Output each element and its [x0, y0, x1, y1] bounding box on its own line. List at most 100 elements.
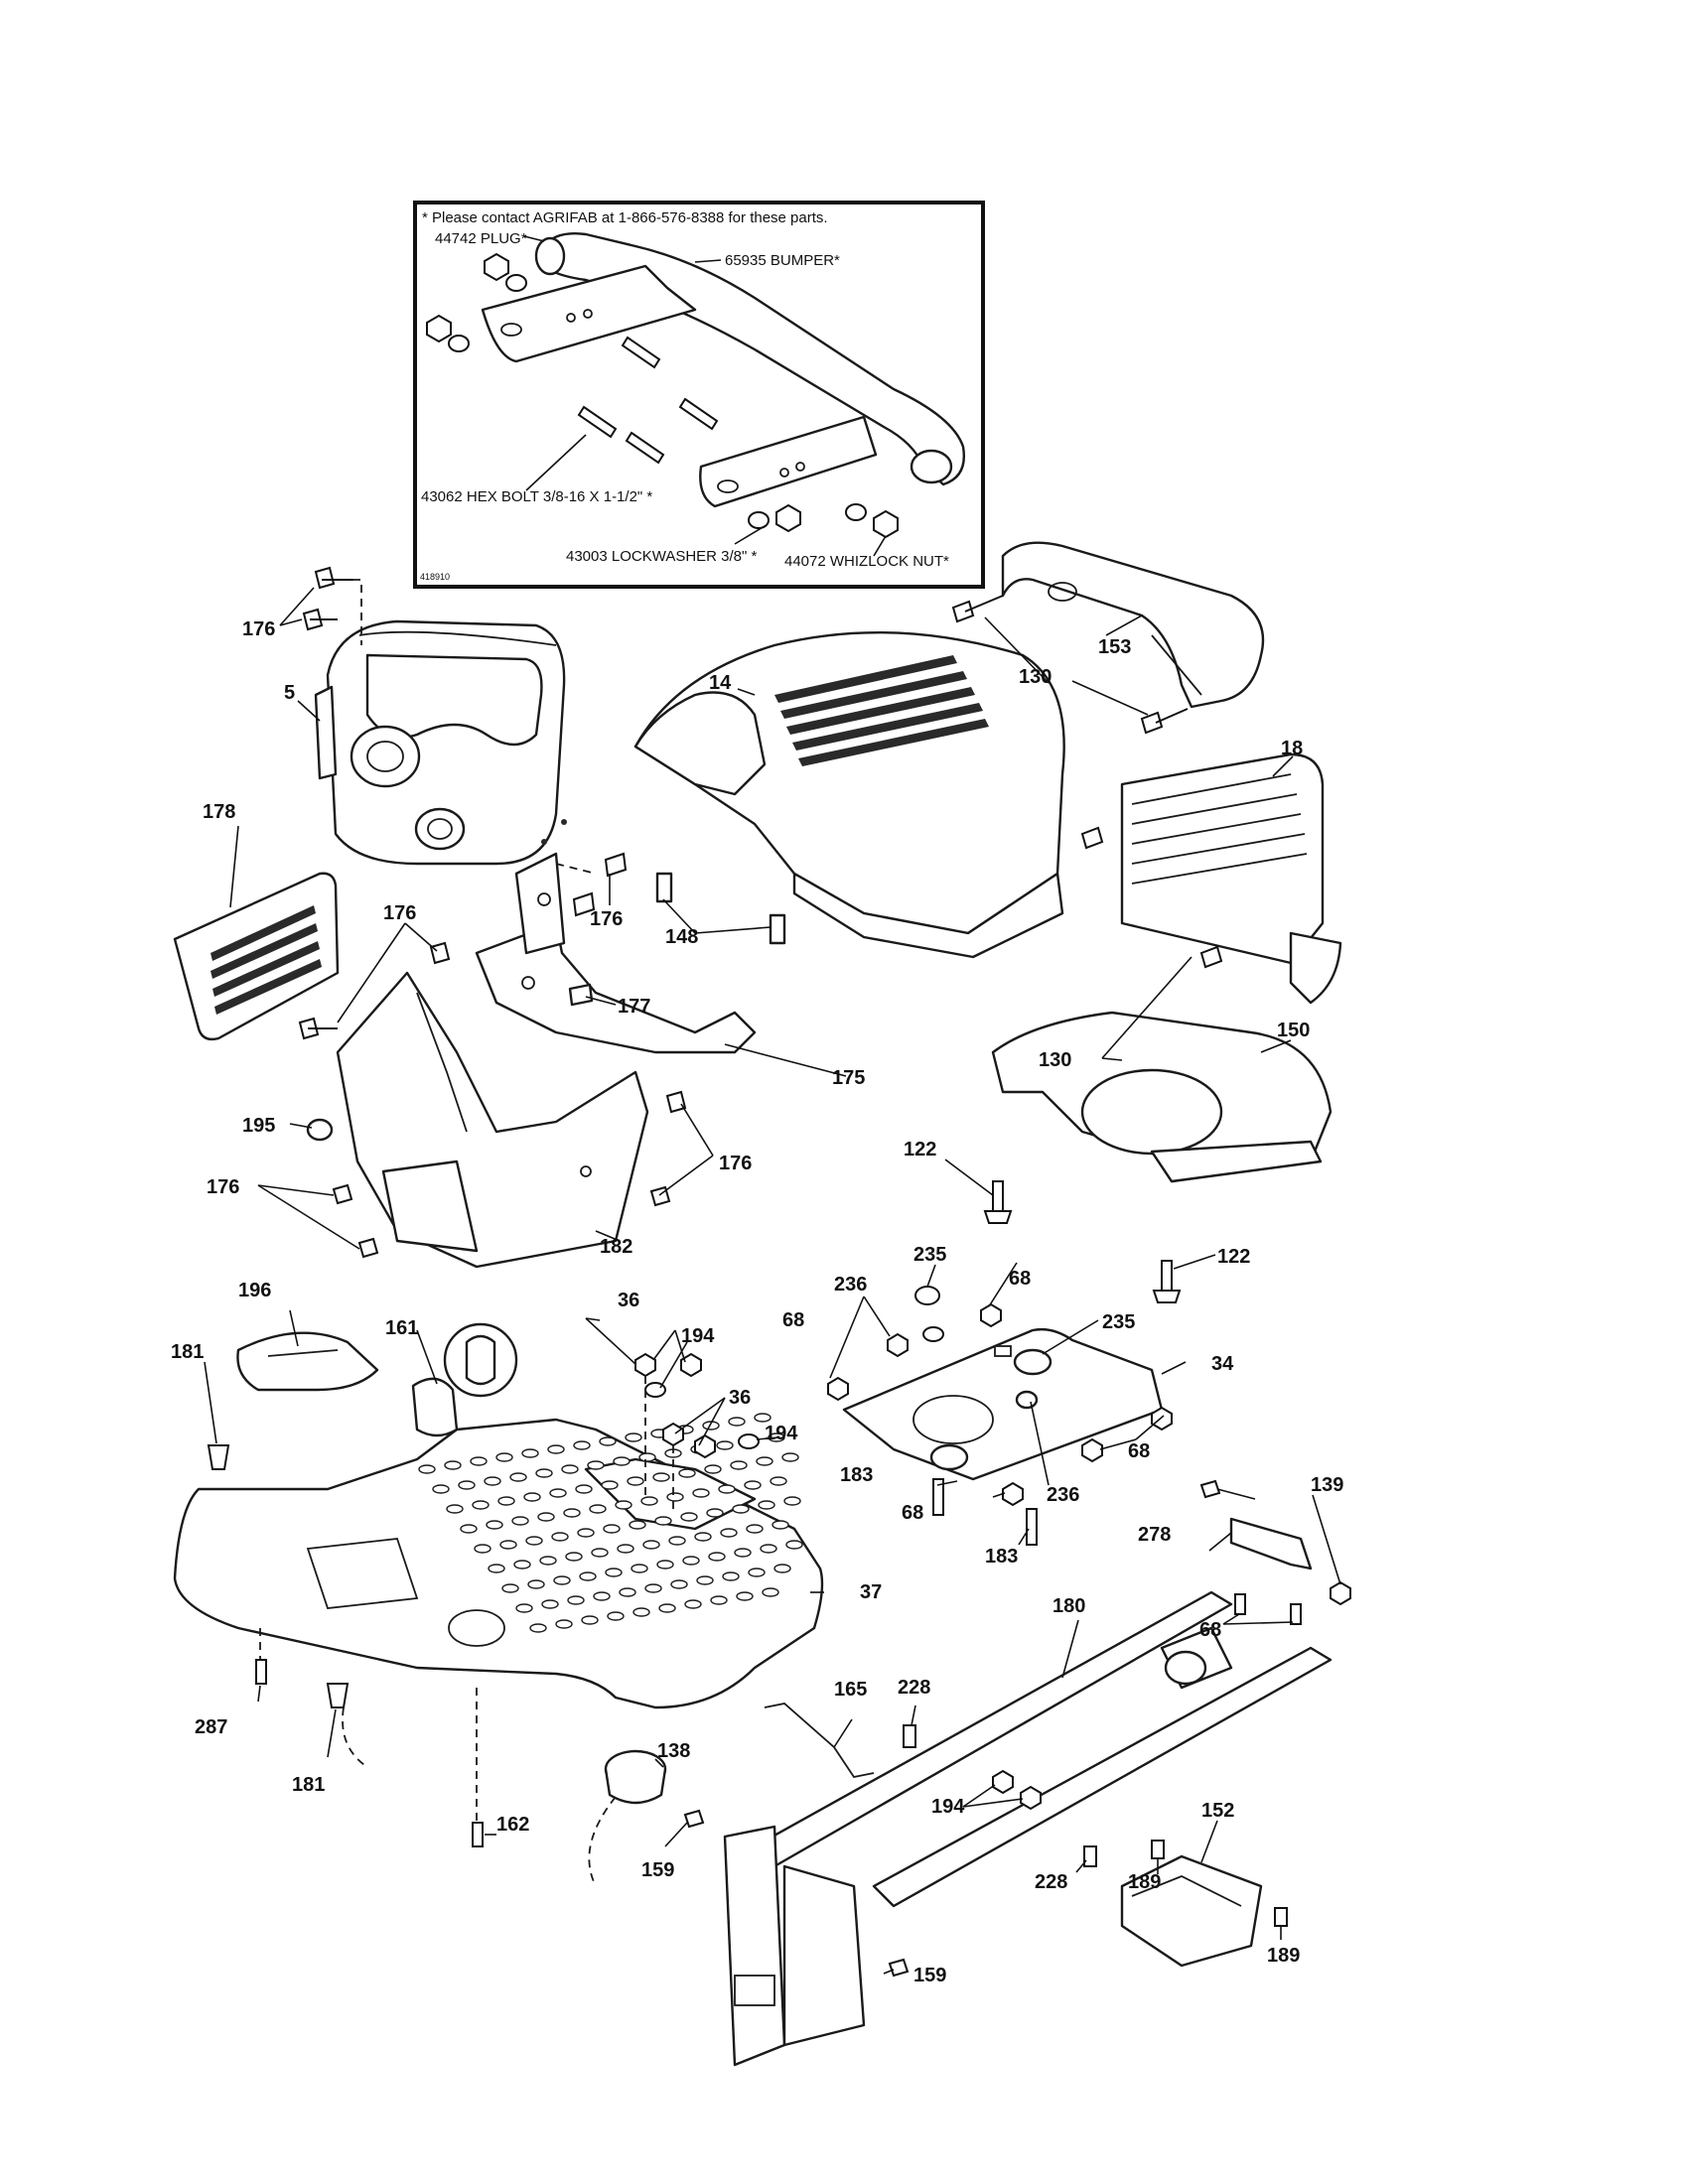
- perforation-hole: [640, 1496, 658, 1506]
- perforation-hole: [607, 1611, 625, 1621]
- rod-165: [764, 1703, 875, 1779]
- perforation-hole: [694, 1532, 712, 1542]
- label-161: 161: [385, 1317, 418, 1339]
- perforation-hole: [499, 1540, 517, 1550]
- callout-lockwasher: 43003 LOCKWASHER 3/8" *: [566, 548, 758, 565]
- label-139: 139: [1311, 1474, 1343, 1496]
- label-68-b: 68: [782, 1309, 804, 1331]
- perforation-hole: [488, 1564, 505, 1573]
- perforation-hole: [601, 1480, 619, 1490]
- label-36-b: 36: [729, 1387, 751, 1409]
- perforation-hole: [692, 1488, 710, 1498]
- part-195: [306, 1118, 334, 1142]
- screws-122: [983, 1180, 1182, 1303]
- perforation-hole: [525, 1536, 543, 1546]
- label-177: 177: [618, 996, 650, 1018]
- label-159-a: 159: [641, 1859, 674, 1881]
- perforation-hole: [730, 1460, 748, 1470]
- perforation-hole: [619, 1587, 636, 1597]
- perforation-hole: [577, 1528, 595, 1538]
- label-159-b: 159: [913, 1965, 946, 1986]
- perforation-hole: [551, 1532, 569, 1542]
- perforation-hole: [728, 1417, 746, 1427]
- label-68-a: 68: [1009, 1268, 1031, 1290]
- label-122-b: 122: [1217, 1246, 1250, 1268]
- perforation-hole: [773, 1564, 791, 1573]
- perforation-hole: [666, 1492, 684, 1502]
- perforation-hole: [736, 1591, 754, 1601]
- label-236-a: 236: [834, 1274, 867, 1296]
- perforation-hole: [573, 1440, 591, 1450]
- perforation-hole: [696, 1575, 714, 1585]
- perforation-hole: [513, 1560, 531, 1570]
- perforation-hole: [460, 1524, 478, 1534]
- perforation-hole: [495, 1452, 513, 1462]
- frame-180: [723, 1590, 1333, 2067]
- perforation-hole: [541, 1599, 559, 1609]
- perforation-hole: [593, 1591, 611, 1601]
- dash-panel-5: [314, 619, 567, 866]
- perforation-hole: [511, 1516, 529, 1526]
- perforation-hole: [527, 1579, 545, 1589]
- perforation-hole: [603, 1524, 621, 1534]
- perforation-hole: [708, 1552, 726, 1562]
- perforation-hole: [567, 1595, 585, 1605]
- part-161: [411, 1322, 518, 1437]
- label-176-b: 176: [590, 908, 623, 930]
- perforation-hole: [684, 1599, 702, 1609]
- label-176-a: 176: [242, 618, 275, 640]
- perforation-hole: [654, 1516, 672, 1526]
- perforation-hole: [529, 1623, 547, 1633]
- perforation-hole: [754, 1413, 772, 1423]
- perforation-hole: [549, 1488, 567, 1498]
- perforation-hole: [638, 1452, 656, 1462]
- perforation-hole: [565, 1552, 583, 1562]
- perforation-hole: [539, 1556, 557, 1566]
- perforation-hole: [509, 1472, 527, 1482]
- perforation-hole: [720, 1528, 738, 1538]
- perforation-hole: [718, 1484, 736, 1494]
- perforation-hole: [629, 1520, 646, 1530]
- part-152: [1120, 1840, 1288, 1968]
- perforation-hole: [682, 1556, 700, 1566]
- bracket-278: [1229, 1517, 1313, 1570]
- perforation-hole: [497, 1496, 515, 1506]
- perforation-hole: [535, 1468, 553, 1478]
- perforation-hole: [704, 1464, 722, 1474]
- dash-lower-182: [336, 971, 649, 1269]
- perforation-hole: [758, 1500, 775, 1510]
- plate-hardware: [827, 1286, 1173, 1546]
- grille-18: [1120, 752, 1342, 1005]
- perforation-hole: [563, 1508, 581, 1518]
- bracket-175: [475, 852, 757, 1054]
- perforation-hole: [555, 1619, 573, 1629]
- label-278: 278: [1138, 1524, 1171, 1546]
- label-165: 165: [834, 1679, 867, 1701]
- label-130-b: 130: [1039, 1049, 1071, 1071]
- perforation-hole: [615, 1500, 632, 1510]
- label-182: 182: [600, 1236, 632, 1258]
- perforation-hole: [581, 1615, 599, 1625]
- callout-bumper: 65935 BUMPER*: [725, 252, 840, 269]
- perforation-hole: [680, 1512, 698, 1522]
- perforation-hole: [523, 1492, 541, 1502]
- perforation-hole: [748, 1568, 766, 1577]
- perforation-hole: [702, 1421, 720, 1431]
- label-194-a: 194: [681, 1325, 715, 1347]
- label-287: 287: [195, 1716, 227, 1738]
- perforation-hole: [678, 1468, 696, 1478]
- label-181-b: 181: [292, 1774, 325, 1796]
- label-175: 175: [832, 1067, 865, 1089]
- label-68-e: 68: [1199, 1619, 1221, 1641]
- perforation-hole: [781, 1452, 799, 1462]
- label-228-a: 228: [898, 1677, 930, 1699]
- perforation-hole: [710, 1595, 728, 1605]
- leader-lines: [204, 587, 1341, 1975]
- perforation-hole: [537, 1512, 555, 1522]
- perforation-hole: [486, 1520, 503, 1530]
- label-138: 138: [657, 1740, 690, 1762]
- inset-hardware: [426, 252, 899, 539]
- perforation-hole: [760, 1544, 777, 1554]
- label-183-b: 183: [985, 1546, 1018, 1568]
- label-68-d: 68: [902, 1502, 923, 1524]
